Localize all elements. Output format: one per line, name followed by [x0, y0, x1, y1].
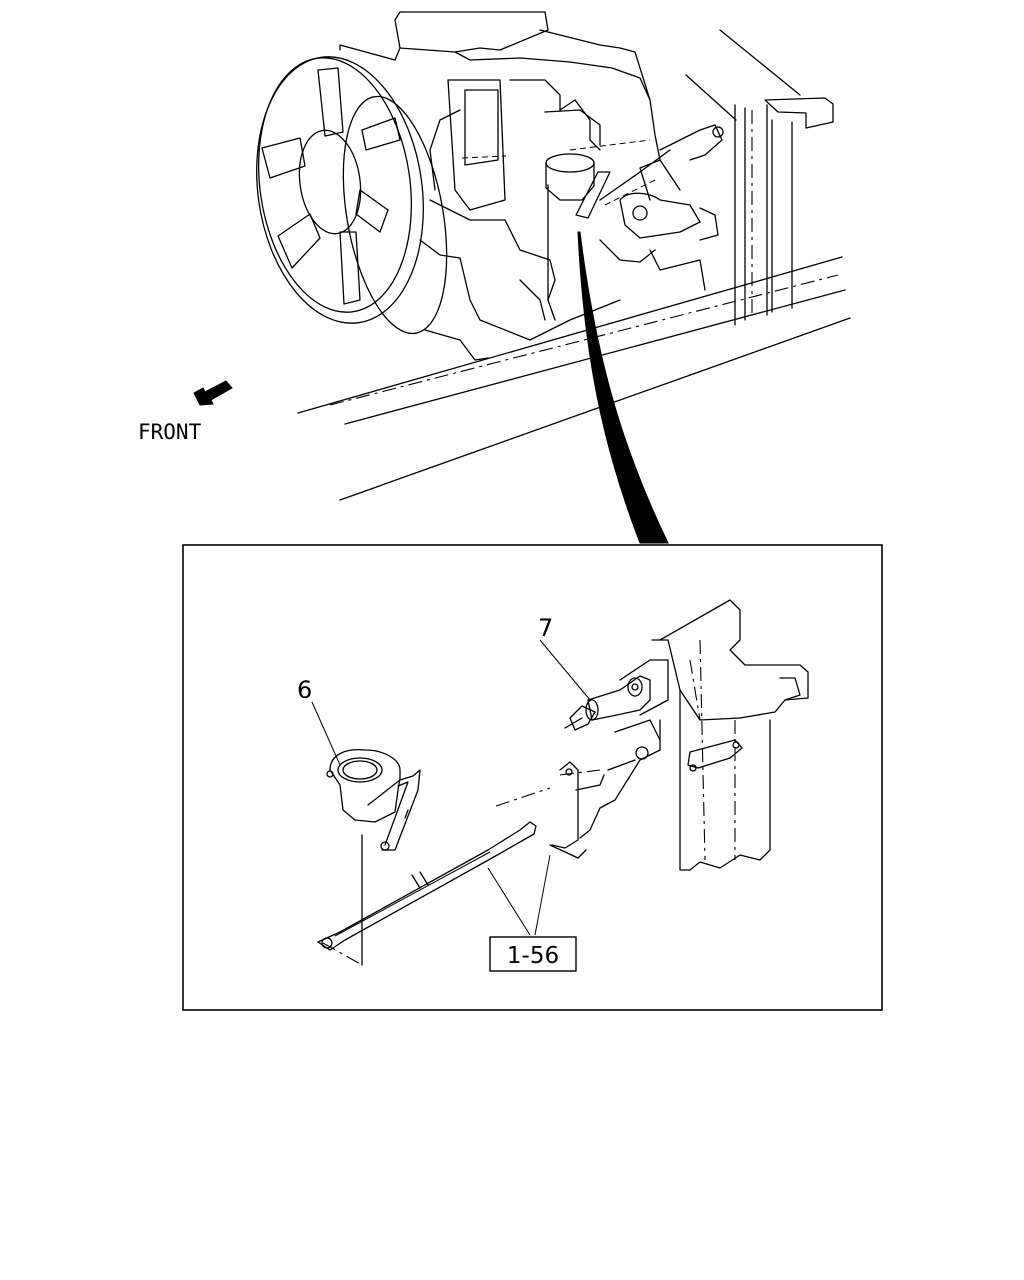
engine-assembly-overview [256, 11, 851, 544]
part-6-release-fork: 6 [297, 676, 421, 851]
push-rod [317, 769, 601, 966]
front-direction-indicator: FRONT [138, 380, 233, 444]
front-arrow-icon [193, 380, 233, 406]
cooling-fan [256, 56, 448, 335]
part-7-number: 7 [538, 614, 553, 642]
part-7-slave-cylinder: 7 [538, 614, 669, 859]
detail-pointer-swoosh [577, 231, 669, 544]
frame-bracket [651, 599, 809, 871]
ref-box-frame [489, 936, 577, 972]
front-label: FRONT [138, 420, 202, 444]
detail-view-box: 7 6 [182, 544, 883, 1011]
ref-box-label: 1-56 [507, 943, 559, 969]
engine-block [339, 11, 706, 361]
reference-callout: 1-56 [487, 854, 577, 972]
leader-line-6 [311, 701, 341, 766]
part-6-number: 6 [297, 676, 312, 704]
clutch-fork-on-engine [545, 124, 724, 241]
leader-line-7 [539, 639, 591, 701]
